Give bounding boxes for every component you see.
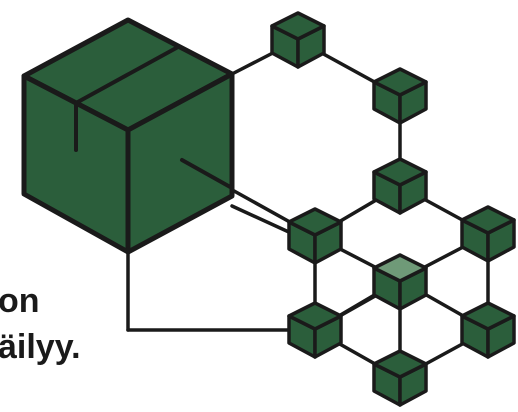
node-low-right-cube <box>462 303 514 357</box>
caption-line-2: äilyy. <box>0 330 81 364</box>
node-bottom-cube <box>374 351 426 405</box>
network-nodes <box>272 13 514 405</box>
node-upper-right-cube <box>374 69 426 123</box>
caption-line-1: on <box>0 284 40 318</box>
node-center-top-cube <box>374 159 426 213</box>
node-top-cube <box>272 13 324 67</box>
node-mid-right-cube <box>462 207 514 261</box>
node-center-cube <box>374 255 426 309</box>
node-mid-left-cube <box>289 209 341 263</box>
large-cube-box <box>24 20 232 252</box>
node-low-left-cube <box>289 303 341 357</box>
